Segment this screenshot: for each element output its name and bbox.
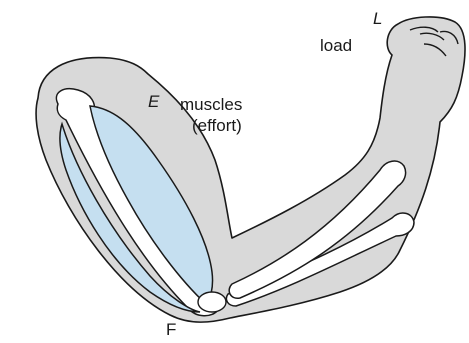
load-label: load	[320, 37, 352, 54]
effort-symbol: E	[148, 93, 159, 110]
effort-label-line2: (effort)	[192, 117, 242, 134]
elbow-joint	[198, 292, 226, 312]
load-symbol: L	[373, 10, 382, 27]
effort-label-line1: muscles	[180, 96, 242, 113]
fulcrum-symbol: F	[166, 321, 176, 338]
